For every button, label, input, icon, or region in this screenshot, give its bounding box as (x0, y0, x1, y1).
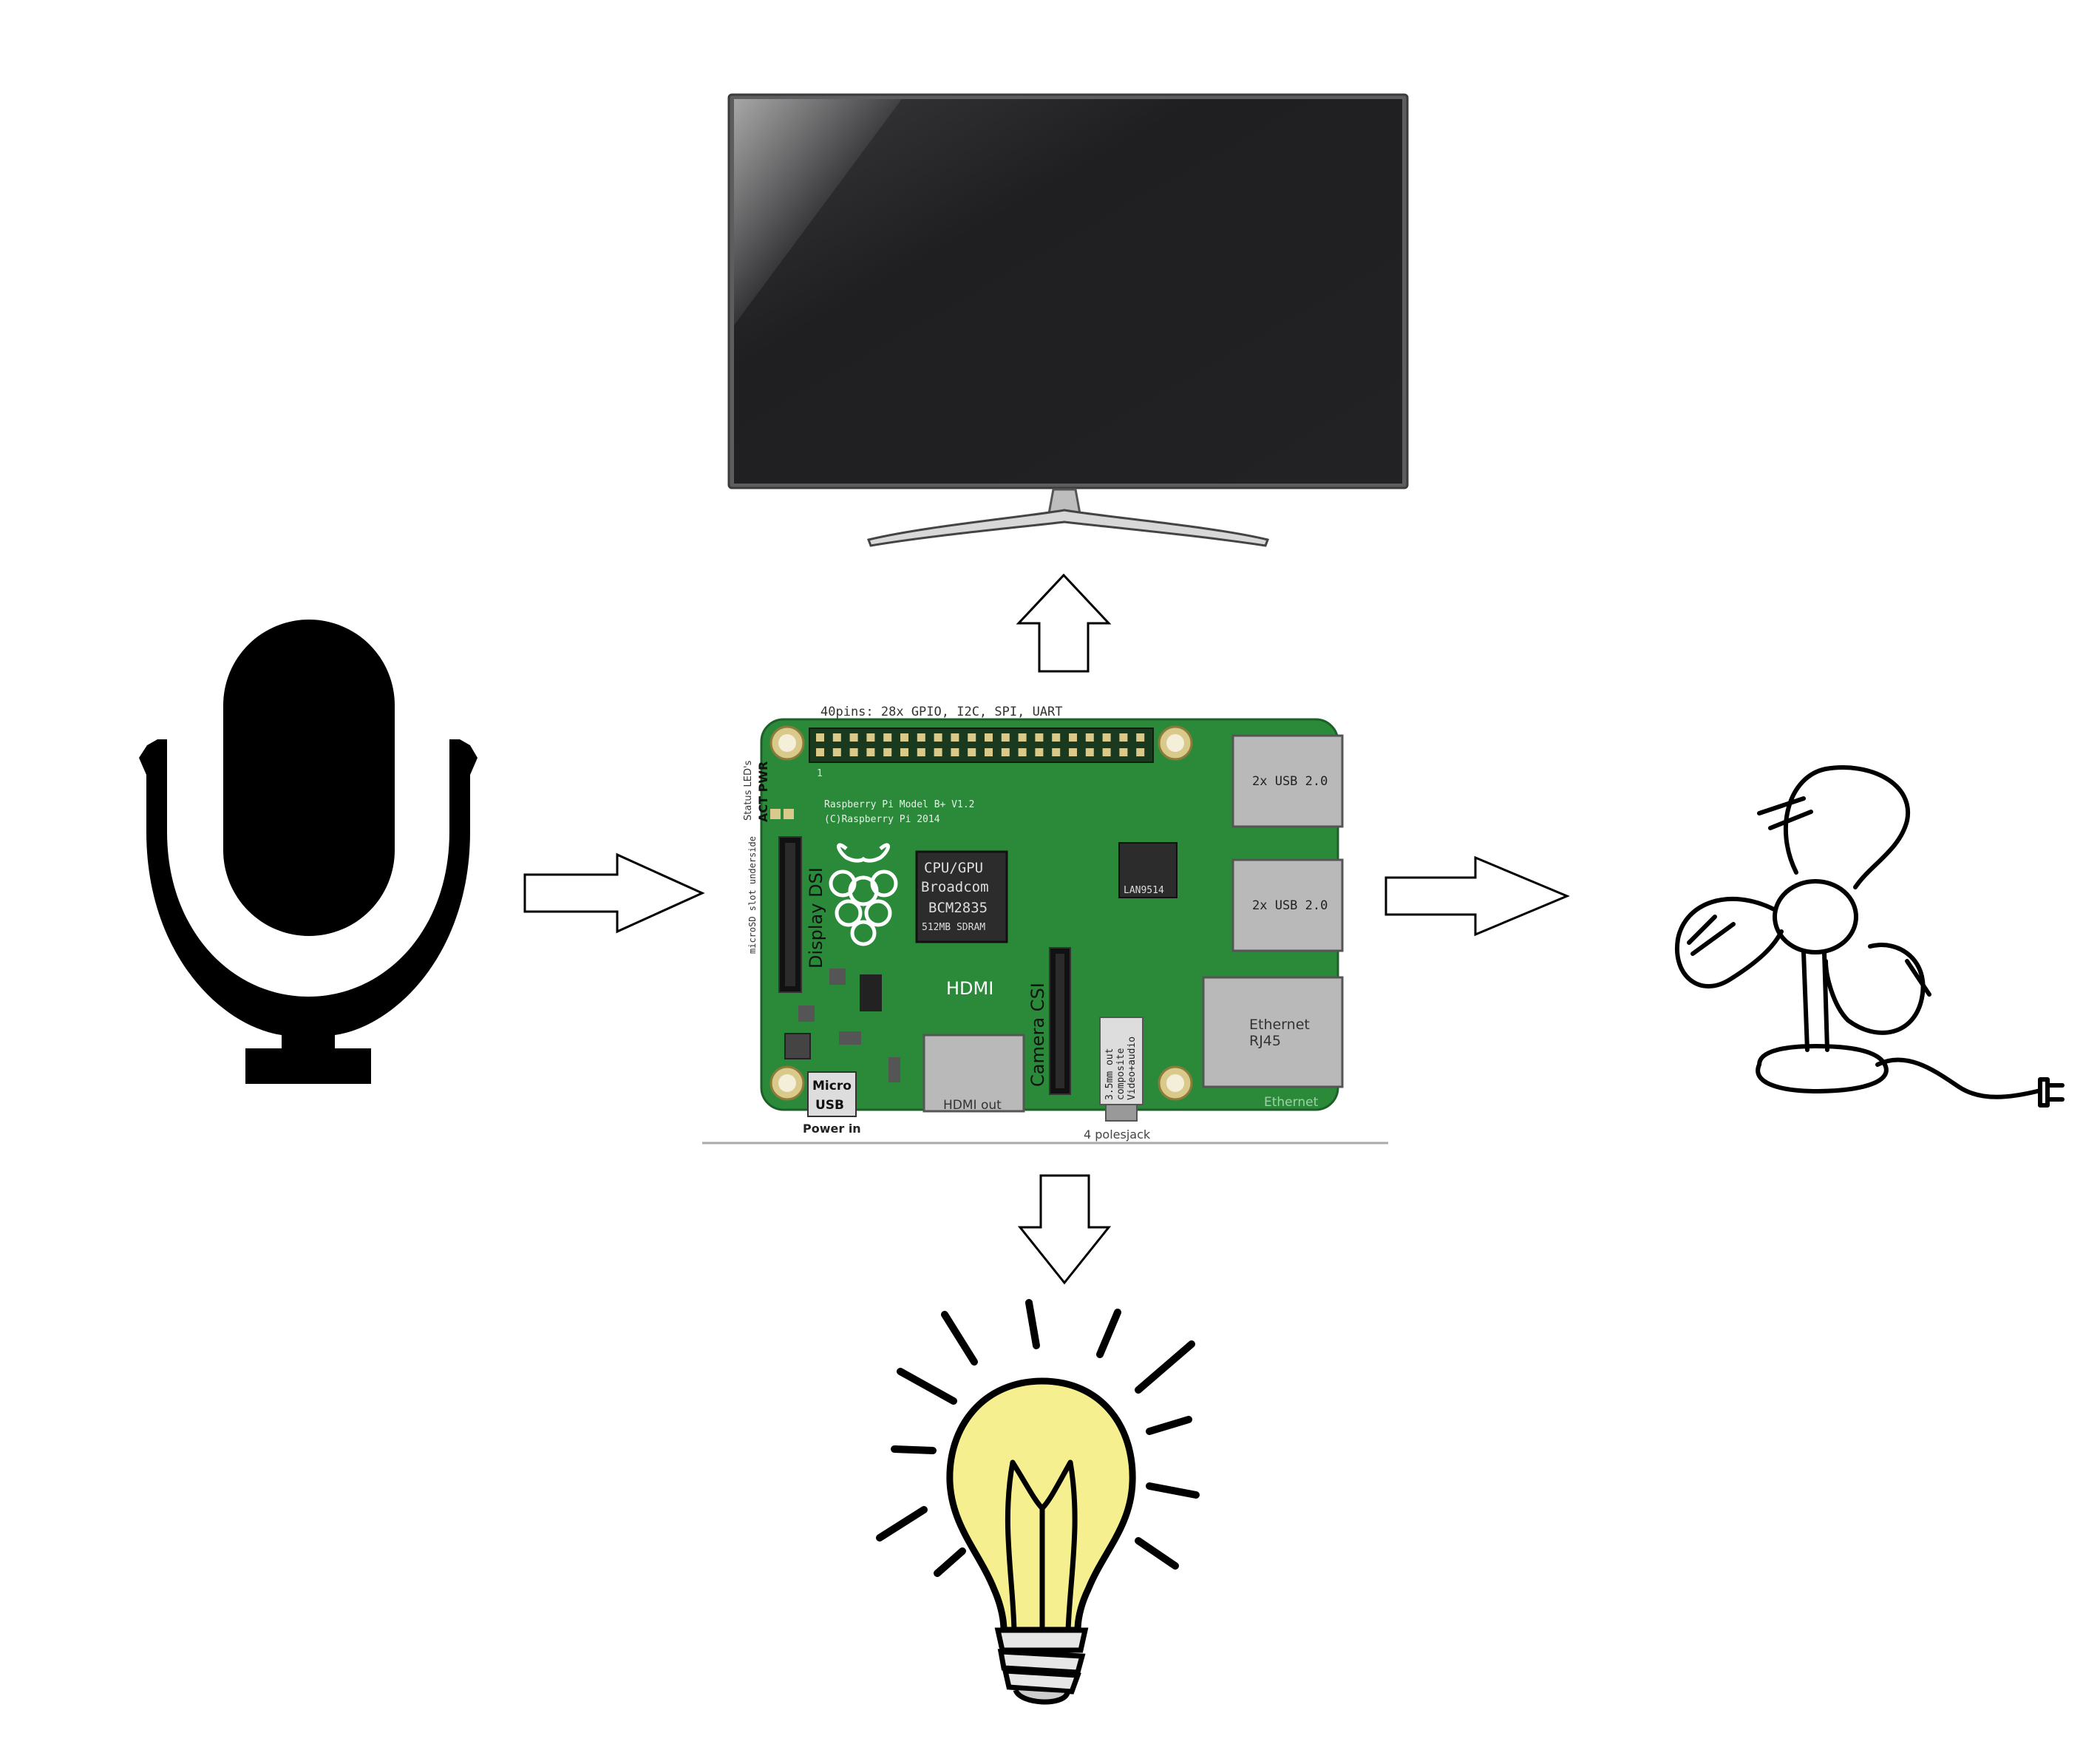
gpio-pin (1052, 733, 1061, 742)
usb-top-label: 2x USB 2.0 (1252, 774, 1328, 789)
gpio-pin (1035, 733, 1044, 742)
gpio-pin (1069, 748, 1077, 756)
gpio-pin (1085, 733, 1094, 742)
audio-line1: 3.5mm out (1104, 1048, 1115, 1100)
tv-icon (727, 93, 1409, 547)
arrow-board-to-bulb (1017, 1174, 1112, 1285)
microphone-icon (139, 620, 478, 1084)
gpio-pin (883, 733, 892, 742)
copyright-label: (C)Raspberry Pi 2014 (824, 814, 940, 825)
gpio-pin (917, 733, 925, 742)
ethernet-port-line1: Ethernet (1249, 1017, 1310, 1033)
fan-icon (1674, 765, 2065, 1108)
model-label: Raspberry Pi Model B+ V1.2 (824, 799, 975, 810)
gpio-pin (1035, 748, 1044, 756)
pin-one-label: 1 (817, 768, 823, 779)
gpio-pin (1001, 748, 1010, 756)
gpio-pin (917, 748, 925, 756)
usb-bottom-label: 2x USB 2.0 (1252, 898, 1328, 913)
camera-csi-label: Camera CSI (1027, 983, 1048, 1087)
gpio-pin (968, 733, 976, 742)
hdmi-label: HDMI (946, 978, 993, 999)
status-leds-label: Status LED's (743, 760, 754, 821)
arrow-mic-to-board (523, 852, 705, 934)
gpio-header-label: 40pins: 28x GPIO, I2C, SPI, UART (820, 705, 1063, 719)
gpio-pin (849, 748, 858, 756)
gpio-pin (900, 733, 908, 742)
gpio-pin (832, 733, 841, 742)
gpio-pin (1069, 733, 1077, 742)
ethernet-edge-label: Ethernet (1264, 1095, 1319, 1110)
ethernet-port-line2: RJ45 (1249, 1033, 1281, 1049)
light-bulb-icon (876, 1299, 1200, 1705)
gpio-pin (985, 733, 993, 742)
gpio-pins (816, 733, 1145, 756)
raspberry-logo-icon (829, 843, 898, 946)
gpio-pin (866, 733, 875, 742)
arrow-board-to-tv (1016, 573, 1112, 673)
cpu-line2: Broadcom (921, 879, 989, 895)
gpio-pin (1085, 748, 1094, 756)
raspberry-pi-board-icon: 40pins: 28x GPIO, I2C, SPI, UART 1 Statu… (702, 705, 1388, 1144)
display-dsi-label: Display DSI (806, 867, 826, 969)
audio-line3: Video+audio (1127, 1037, 1138, 1100)
gpio-pin (1102, 748, 1111, 756)
gpio-pin (832, 748, 841, 756)
gpio-pin (1018, 748, 1027, 756)
gpio-pin (816, 733, 824, 742)
gpio-pin (1052, 748, 1061, 756)
gpio-pin (934, 733, 942, 742)
gpio-pin (951, 733, 959, 742)
gpio-pin (934, 748, 942, 756)
gpio-pin (985, 748, 993, 756)
gpio-pin (849, 733, 858, 742)
micro-usb-line1: Micro (812, 1079, 852, 1093)
gpio-pin (1136, 748, 1145, 756)
gpio-pin (1102, 733, 1111, 742)
cpu-line3: BCM2835 (928, 900, 988, 916)
gpio-pin (1119, 733, 1128, 742)
mounting-holes (769, 725, 1193, 1101)
gpio-pin (1119, 748, 1128, 756)
audio-line2: composite (1115, 1048, 1127, 1100)
gpio-pin (866, 748, 875, 756)
lan-chip-label: LAN9514 (1124, 885, 1164, 896)
gpio-pin (1018, 733, 1027, 742)
gpio-pin (968, 748, 976, 756)
microsd-label: microSD slot underside (747, 836, 758, 954)
cpu-line4: 512MB SDRAM (922, 922, 985, 933)
gpio-pin (816, 748, 824, 756)
gpio-pin (951, 748, 959, 756)
gpio-pin (1136, 733, 1145, 742)
power-in-label: Power in (803, 1122, 861, 1136)
pole-jack-label: 4 polesjack (1084, 1127, 1151, 1142)
gpio-pin (900, 748, 908, 756)
cpu-line1: CPU/GPU (924, 860, 983, 876)
gpio-pin (883, 748, 892, 756)
act-pwr-label: ACT PWR (756, 762, 770, 822)
hdmi-out-label: HDMI out (943, 1098, 1002, 1113)
gpio-pin (1001, 733, 1010, 742)
micro-usb-line2: USB (815, 1098, 844, 1113)
arrow-board-to-fan (1384, 855, 1570, 937)
